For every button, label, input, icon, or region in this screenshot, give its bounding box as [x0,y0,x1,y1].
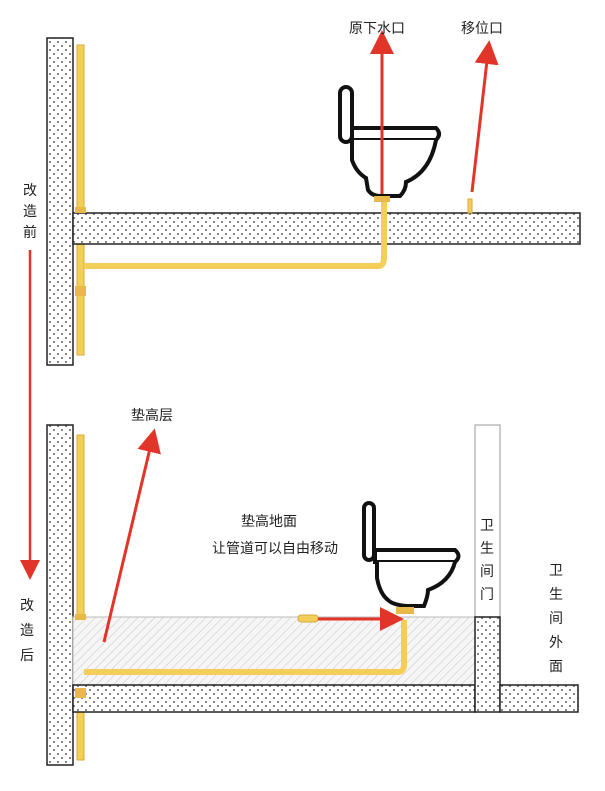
pipe-fitting [75,286,86,296]
outside-bathroom-label: 卫 生 间 外 面 [549,563,567,675]
original-drain-label: 原下水口 [349,21,405,37]
raised-layer-label: 垫高层 [131,407,173,424]
drain-pipe [84,198,387,269]
toilet-flange [396,607,414,614]
after-section: 垫高层 垫高地面 让管道可以自由移动 改 造 后 卫 生 间 门 卫 生 间 外… [20,407,579,766]
wall [46,424,74,766]
floor-slab [72,684,476,713]
pipe-fitting [75,688,86,698]
relocated-drain-label: 移位口 [461,21,503,37]
old-drain-stub [297,614,319,623]
wall [46,37,74,366]
raised-floor-desc: 让管道可以自由移动 [212,541,338,557]
relocated-stub [467,198,473,214]
raised-floor-label: 垫高地面 [241,513,297,530]
bathroom-door-label: 卫 生 间 门 [480,518,498,603]
toilet-icon [338,85,441,198]
door-frame [474,424,501,618]
pipe-fitting [75,207,86,213]
vertical-pipe [76,434,85,761]
arrow-relocated-drain [470,40,499,193]
stage-label-before: 改 造 前 [23,183,41,241]
pipe-fitting [75,614,86,620]
vertical-pipe [76,44,85,356]
outside-slab [499,684,579,713]
door-threshold [474,616,501,713]
before-section: 原下水口 移位口 改 造 前 [23,21,581,366]
toilet-icon [362,501,461,608]
arrow-raised-layer [102,428,161,643]
toilet-flange [374,196,390,202]
floor-slab [72,212,581,245]
drain-pipe [84,620,407,675]
stage-label-after: 改 造 后 [20,598,38,664]
